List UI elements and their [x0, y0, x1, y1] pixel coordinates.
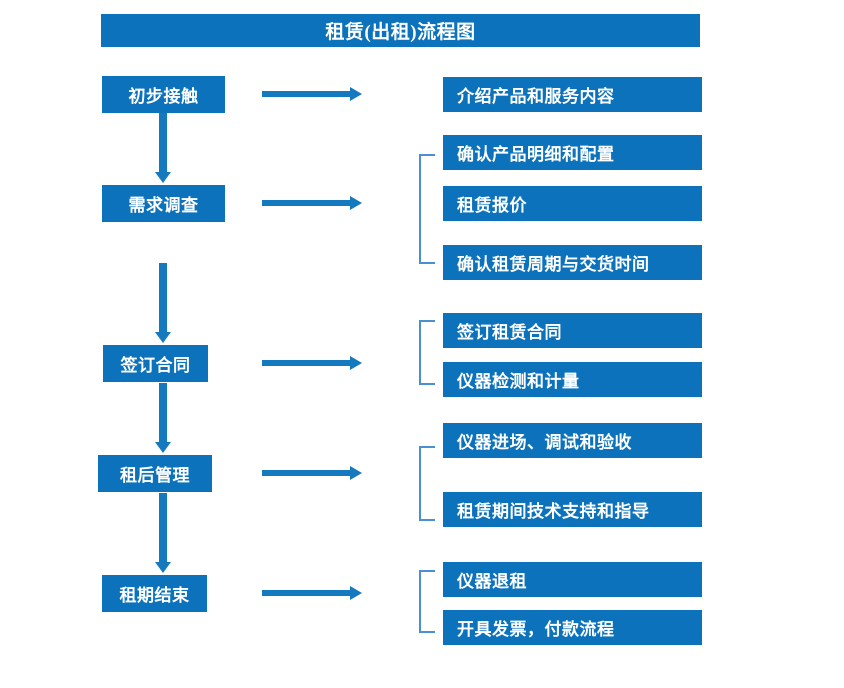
detail-box-5-1[interactable]: 仪器退租 — [443, 562, 702, 597]
arrow-head-icon — [155, 172, 171, 183]
detail-box-1-1[interactable]: 介绍产品和服务内容 — [443, 77, 702, 112]
arrow-shaft — [159, 493, 167, 562]
arrow-head-icon — [350, 87, 362, 101]
detail-box-2-2[interactable]: 租赁报价 — [443, 186, 702, 221]
group-bracket-2 — [419, 154, 435, 264]
detail-box-4-2[interactable]: 租赁期间技术支持和指导 — [443, 492, 702, 527]
arrow-head-icon — [155, 332, 171, 343]
detail-box-5-2[interactable]: 开具发票，付款流程 — [443, 610, 702, 645]
arrow-shaft — [262, 200, 351, 206]
arrow-head-icon — [350, 466, 362, 480]
arrow-head-icon — [350, 586, 362, 600]
detail-box-2-1[interactable]: 确认产品明细和配置 — [443, 135, 702, 170]
stage-box-3[interactable]: 签订合同 — [103, 345, 208, 382]
arrow-head-icon — [155, 562, 171, 573]
arrow-head-icon — [350, 356, 362, 370]
stage-box-1[interactable]: 初步接触 — [102, 76, 225, 113]
group-bracket-3 — [419, 320, 435, 385]
arrow-shaft — [159, 383, 167, 442]
stage-box-2[interactable]: 需求调查 — [102, 185, 225, 222]
arrow-head-icon — [155, 442, 171, 453]
detail-box-4-1[interactable]: 仪器进场、调试和验收 — [443, 423, 702, 458]
arrow-shaft — [159, 263, 167, 332]
arrow-shaft — [262, 470, 351, 476]
arrow-shaft — [262, 360, 351, 366]
group-bracket-5 — [419, 570, 435, 633]
group-bracket-4 — [419, 446, 435, 521]
detail-box-3-1[interactable]: 签订租赁合同 — [443, 313, 702, 348]
arrow-shaft — [159, 113, 167, 172]
stage-box-4[interactable]: 租后管理 — [98, 455, 212, 492]
arrow-head-icon — [350, 196, 362, 210]
diagram-title: 租赁(出租)流程图 — [101, 14, 700, 47]
stage-box-5[interactable]: 租期结束 — [102, 575, 207, 612]
detail-box-3-2[interactable]: 仪器检测和计量 — [443, 362, 702, 397]
detail-box-2-3[interactable]: 确认租赁周期与交货时间 — [443, 245, 702, 280]
arrow-shaft — [262, 91, 351, 97]
arrow-shaft — [262, 590, 351, 596]
